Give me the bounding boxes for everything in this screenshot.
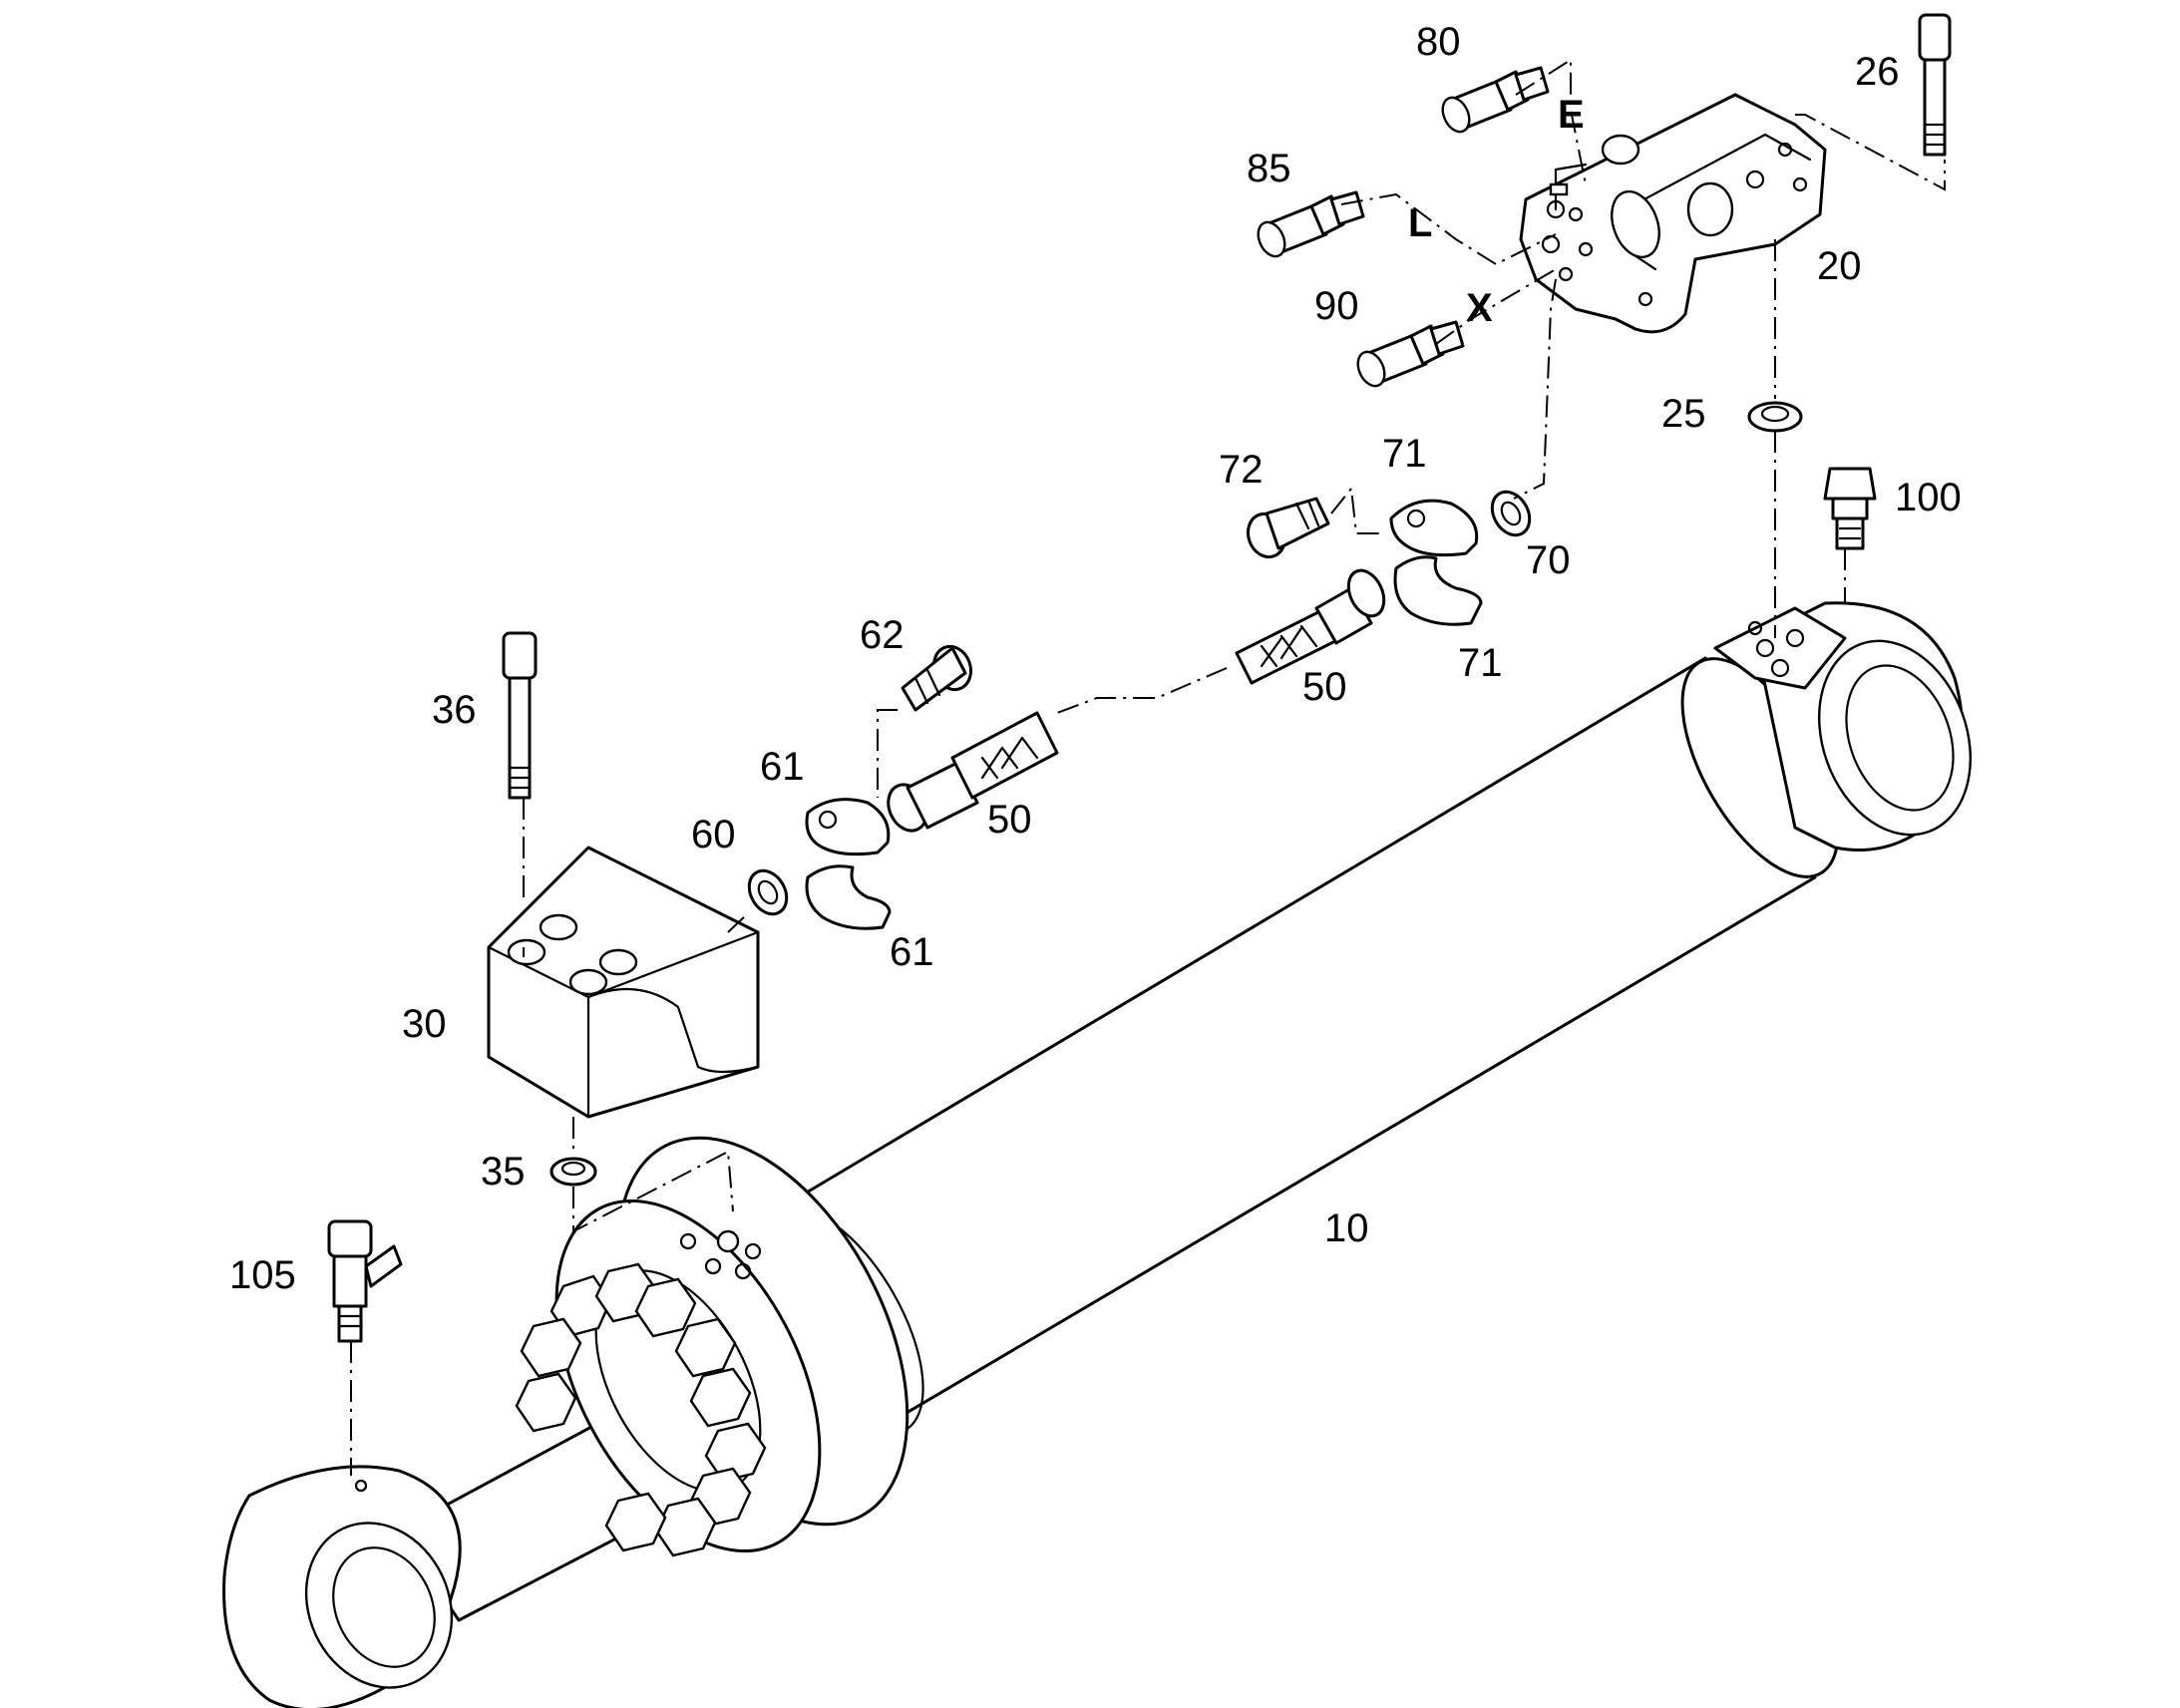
valve-block <box>1519 93 1827 334</box>
clamp-71-upper <box>1389 499 1479 557</box>
bolt-36 <box>502 631 538 800</box>
callout-50-left: 50 <box>987 798 1032 842</box>
callout-61-lower: 61 <box>890 930 934 974</box>
callout-90: 90 <box>1314 284 1359 328</box>
washer-25 <box>1747 401 1803 433</box>
callout-36: 36 <box>432 688 477 732</box>
callout-80: 80 <box>1416 20 1461 64</box>
port-label-x: X <box>1466 286 1493 330</box>
block-30 <box>487 846 760 1119</box>
callout-70: 70 <box>1526 538 1571 582</box>
fitting-100 <box>1823 467 1877 550</box>
clamp-71-lower <box>1393 555 1483 626</box>
callout-30: 30 <box>402 1002 447 1046</box>
cylinder-assembly <box>222 601 1973 1708</box>
callout-85: 85 <box>1247 147 1291 190</box>
callout-72: 72 <box>1219 448 1264 492</box>
callout-71-lower: 71 <box>1458 641 1503 685</box>
oring-60 <box>747 868 789 916</box>
fitting-90 <box>1356 320 1465 388</box>
callout-35: 35 <box>481 1150 526 1194</box>
rod-eye <box>222 1465 462 1708</box>
callout-labels: 80 26 85 20 90 25 71 72 100 70 62 71 50 … <box>229 20 1962 1297</box>
callout-62: 62 <box>860 613 905 657</box>
callout-50-right: 50 <box>1302 665 1347 709</box>
bolt-26 <box>1918 13 1952 157</box>
callout-71-upper: 71 <box>1382 432 1427 476</box>
port-labels: E L X <box>1408 93 1585 330</box>
fitting-80 <box>1441 66 1550 134</box>
callout-25: 25 <box>1661 392 1706 436</box>
port-label-l: L <box>1408 201 1432 245</box>
callout-20: 20 <box>1817 244 1862 288</box>
port-label-e: E <box>1558 93 1585 137</box>
callout-60: 60 <box>691 813 736 856</box>
clamp-61-lower <box>805 864 892 930</box>
bleed-valve-105 <box>327 1219 403 1343</box>
pin-50-right <box>1235 568 1386 685</box>
callout-100: 100 <box>1895 476 1962 519</box>
screw-62 <box>901 644 973 712</box>
callout-105: 105 <box>229 1253 296 1297</box>
clamp-61-upper <box>805 798 891 856</box>
callout-10: 10 <box>1324 1206 1369 1250</box>
callout-61-upper: 61 <box>760 745 805 789</box>
callout-26: 26 <box>1855 50 1900 94</box>
washer-35 <box>549 1157 597 1187</box>
oring-70 <box>1490 490 1532 537</box>
rear-eye <box>1713 601 1973 852</box>
flange-bolts <box>515 1262 767 1557</box>
pin-50-left <box>887 711 1059 833</box>
fitting-85 <box>1257 190 1365 258</box>
leader-lines <box>350 58 1946 1476</box>
screw-72 <box>1246 497 1330 559</box>
